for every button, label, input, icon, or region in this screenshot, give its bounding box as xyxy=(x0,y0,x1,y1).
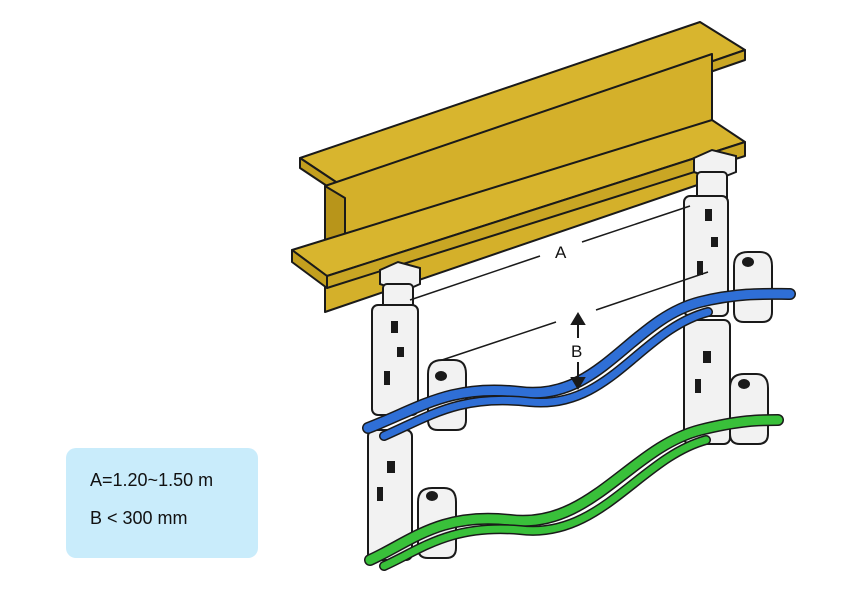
dimension-legend: A=1.20~1.50 m B < 300 mm xyxy=(66,448,258,558)
legend-line-b: B < 300 mm xyxy=(90,508,188,528)
cable-lower-2 xyxy=(380,436,710,570)
dimension-a xyxy=(409,205,709,361)
beam-bottom-flange-side xyxy=(291,249,328,289)
cables-upper xyxy=(362,287,796,441)
cable-upper-1 xyxy=(363,289,795,433)
dimension-b-label: B xyxy=(571,342,582,361)
cable-lower-1 xyxy=(365,415,783,565)
dimension-a-label: A xyxy=(555,243,567,262)
i-beam xyxy=(291,21,746,313)
dimension-b xyxy=(570,312,586,390)
hanger-right xyxy=(683,148,773,445)
cable-holder-right-upper xyxy=(733,251,773,323)
cable-upper-2 xyxy=(380,308,712,440)
legend-line-a: A=1.20~1.50 m xyxy=(90,470,214,490)
cables-lower xyxy=(364,414,784,571)
